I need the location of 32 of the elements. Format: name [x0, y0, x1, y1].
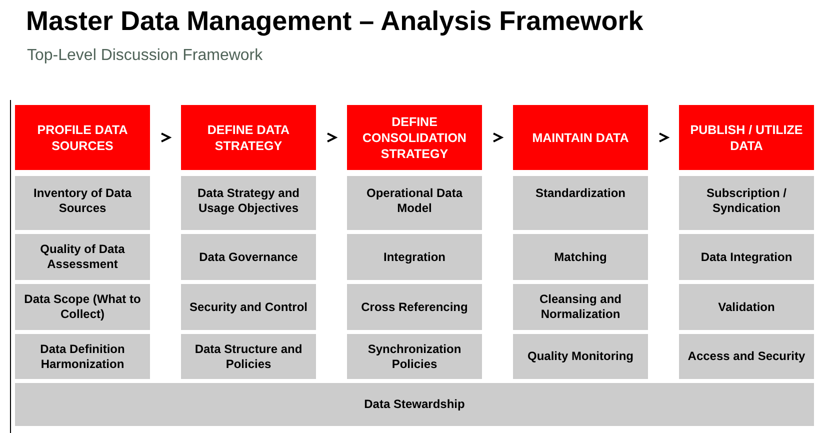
activity-box: Quality Monitoring [513, 334, 648, 379]
phase-header-box: PUBLISH / UTILIZE DATA [679, 105, 814, 170]
chevron-arrow [659, 132, 670, 142]
activity-box: Cleansing and Normalization [513, 284, 648, 330]
subtitle: Top-Level Discussion Framework [27, 48, 263, 64]
activity-box: Validation [679, 284, 814, 330]
activity-box: Integration [347, 234, 482, 280]
phase-header-box: DEFINE CONSOLIDATION STRATEGY [347, 105, 482, 170]
foundation-bar: Data Stewardship [15, 383, 814, 426]
activity-box: Data Governance [181, 234, 316, 280]
activity-box: Security and Control [181, 284, 316, 330]
activity-box: Inventory of Data Sources [15, 176, 150, 230]
activity-box: Cross Referencing [347, 284, 482, 330]
activity-box: Data Strategy and Usage Objectives [181, 176, 316, 230]
activity-box: Matching [513, 234, 648, 280]
chevron-arrow [327, 132, 338, 142]
activity-box: Standardization [513, 176, 648, 230]
activity-box: Access and Security [679, 334, 814, 379]
activity-box: Data Definition Harmonization [15, 334, 150, 379]
chevron-arrow [161, 132, 172, 142]
phase-header-box: PROFILE DATA SOURCES [15, 105, 150, 170]
chevron-arrow [493, 132, 504, 142]
title: Master Data Management – Analysis Framework [26, 8, 644, 35]
phase-header-box: DEFINE DATA STRATEGY [181, 105, 316, 170]
phase-header-box: MAINTAIN DATA [513, 105, 648, 170]
activity-box: Data Scope (What to Collect) [15, 284, 150, 330]
activity-box: Data Structure and Policies [181, 334, 316, 379]
activity-box: Data Integration [679, 234, 814, 280]
activity-box: Operational Data Model [347, 176, 482, 230]
activity-box: Quality of Data Assessment [15, 234, 150, 280]
activity-box: Subscription / Syndication [679, 176, 814, 230]
activity-box: Synchronization Policies [347, 334, 482, 379]
